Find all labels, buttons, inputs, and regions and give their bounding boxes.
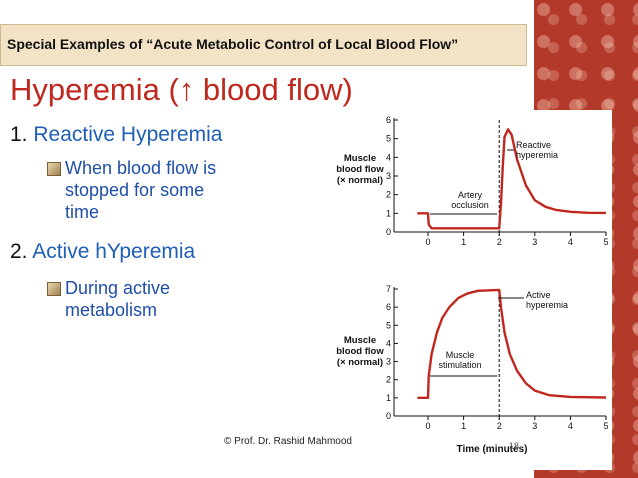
y-tick-label: 3 <box>386 357 391 367</box>
page-number: 18 <box>509 441 519 451</box>
y-axis-label: blood flow <box>336 164 384 175</box>
bullet-icon <box>47 162 61 176</box>
y-tick-label: 6 <box>386 115 391 125</box>
y-tick-label: 1 <box>386 208 391 218</box>
annotation-label: Artery <box>458 190 483 200</box>
annotation-label: hyperemia <box>516 150 558 160</box>
y-axis-label: Muscle <box>344 335 376 346</box>
section-1-line-2: stopped for some <box>65 180 205 200</box>
section-1-label: Reactive Hyperemia <box>33 123 223 146</box>
y-tick-label: 0 <box>386 411 391 421</box>
annotation-label: Reactive <box>516 140 551 150</box>
section-2-label: Active hYperemia <box>32 240 196 263</box>
y-axis-label: Muscle <box>344 153 376 164</box>
annotation-label: stimulation <box>438 360 481 370</box>
section-2-line-2: metabolism <box>65 300 158 320</box>
section-1-description: When blood flow is stopped for some time <box>65 157 216 223</box>
y-tick-label: 2 <box>386 375 391 385</box>
blood-flow-curve <box>417 288 607 400</box>
y-tick-label: 1 <box>386 393 391 403</box>
x-tick-label: 5 <box>603 421 608 431</box>
y-tick-label: 6 <box>386 302 391 312</box>
bullet-icon <box>47 282 61 296</box>
annotation-label: Muscle <box>446 350 475 360</box>
x-tick-label: 0 <box>425 237 430 247</box>
annotation-label: occlusion <box>451 200 489 210</box>
x-tick-label: 2 <box>497 421 502 431</box>
section-1-number: 1. <box>10 123 28 146</box>
x-tick-label: 3 <box>532 421 537 431</box>
x-tick-label: 1 <box>461 421 466 431</box>
section-1-line-3: time <box>65 202 100 222</box>
header-text: Special Examples of “Acute Metabolic Con… <box>7 36 459 52</box>
y-tick-label: 5 <box>386 320 391 330</box>
x-tick-label: 0 <box>425 421 430 431</box>
x-tick-label: 5 <box>603 237 608 247</box>
x-tick-label: 4 <box>568 421 573 431</box>
y-axis-label: blood flow <box>336 346 384 357</box>
y-tick-label: 2 <box>386 190 391 200</box>
y-tick-label: 4 <box>386 152 391 162</box>
section-2-heading: 2. Active hYperemia <box>10 240 195 264</box>
y-tick-label: 5 <box>386 134 391 144</box>
section-2-description: During active metabolism <box>65 277 170 321</box>
section-1-line-1: When blood flow is <box>65 158 217 178</box>
annotation-label: hyperemia <box>526 300 568 310</box>
y-axis-label: (× normal) <box>337 357 383 368</box>
section-2-line-1: During active <box>65 278 171 298</box>
y-tick-label: 4 <box>386 338 391 348</box>
header-bar: Special Examples of “Acute Metabolic Con… <box>0 24 527 66</box>
section-1-heading: 1. Reactive Hyperemia <box>10 123 222 147</box>
y-tick-label: 3 <box>386 171 391 181</box>
blood-flow-curve <box>417 128 607 230</box>
page-title: Hyperemia (↑ blood flow) <box>10 72 353 107</box>
y-tick-label: 0 <box>386 227 391 237</box>
y-tick-label: 7 <box>386 284 391 294</box>
y-axis-label: (× normal) <box>337 175 383 186</box>
annotation-label: Active <box>526 290 551 300</box>
x-tick-label: 4 <box>568 237 573 247</box>
section-2-number: 2. <box>10 240 28 263</box>
x-tick-label: 1 <box>461 237 466 247</box>
x-axis-label: Time (minutes) <box>457 444 528 455</box>
footer-credit: © Prof. Dr. Rashid Mahmood <box>224 436 352 447</box>
x-tick-label: 2 <box>497 237 502 247</box>
x-tick-label: 3 <box>532 237 537 247</box>
